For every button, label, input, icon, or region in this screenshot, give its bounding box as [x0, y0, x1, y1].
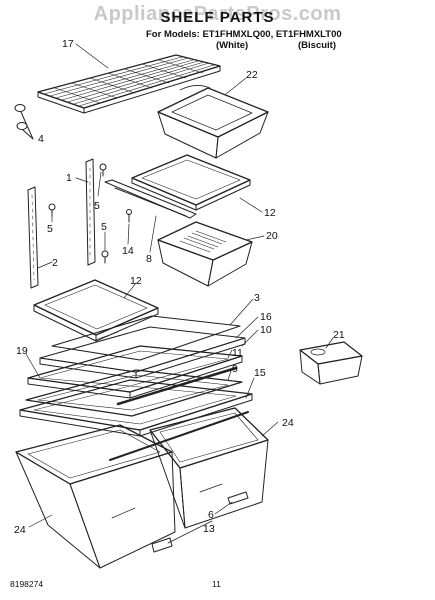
- glass-shelf-middle: [33, 279, 159, 342]
- leader-lines: [25, 43, 334, 544]
- variant-biscuit-label: (Biscuit): [298, 40, 336, 51]
- callout-5: 5: [94, 200, 100, 212]
- page-number: 11: [212, 579, 221, 589]
- callout-16: 16: [260, 311, 272, 323]
- page-title: SHELF PARTS: [160, 9, 275, 26]
- callout-5: 5: [101, 221, 107, 233]
- callout-22: 22: [246, 69, 258, 81]
- crisper-drawer-right: [149, 407, 269, 529]
- callout-15: 15: [254, 367, 266, 379]
- callout-14: 14: [122, 245, 134, 257]
- glass-shelf-upper: [131, 154, 251, 211]
- cover-frame: [27, 345, 243, 399]
- callout-13: 13: [203, 523, 215, 535]
- callout-24: 24: [282, 417, 294, 429]
- document-number: 8198274: [10, 579, 44, 589]
- callout-6: 6: [208, 509, 214, 521]
- callout-1: 1: [66, 172, 72, 184]
- crisper-drawer-left: [15, 424, 176, 569]
- screws: [48, 163, 109, 264]
- callout-5: 5: [47, 223, 53, 235]
- callout-21: 21: [333, 329, 345, 341]
- crisper-drawer-upper: [157, 221, 253, 287]
- storage-bin-upper: [157, 85, 269, 159]
- callout-10: 10: [260, 324, 272, 336]
- title-block: AppliancePartsPros.com SHELF PARTS For M…: [0, 0, 435, 52]
- callout-19: 19: [16, 345, 28, 357]
- callout-2: 2: [52, 257, 58, 269]
- callout-17: 17: [62, 38, 74, 50]
- lower-frame: [19, 379, 253, 461]
- watermark: AppliancePartsPros.com: [93, 3, 342, 25]
- callout-4: 4: [38, 133, 44, 145]
- shelf-frame-upper: [39, 326, 246, 379]
- cover-glass: [25, 366, 243, 417]
- drawer-glides: [151, 491, 249, 553]
- callout-3: 3: [254, 292, 260, 304]
- vertical-rail-left: [27, 186, 39, 289]
- shelf-end-caps: [14, 104, 34, 140]
- variant-white-label: (White): [216, 40, 249, 51]
- callout-12: 12: [130, 275, 142, 287]
- door-bin: [299, 341, 363, 385]
- model-numbers: For Models: ET1FHMXLQ00, ET1FHMXLT00: [146, 29, 342, 40]
- callout-9: 9: [232, 363, 238, 375]
- callout-11: 11: [232, 347, 243, 359]
- callout-20: 20: [266, 230, 278, 242]
- callout-numbers: 17 22 4 1 5 5 5 2 14 8 12 20 12 3 16 10 …: [14, 38, 345, 536]
- glass-panel: [51, 315, 241, 361]
- callout-24: 24: [14, 524, 26, 536]
- wire-shelf: [37, 54, 221, 114]
- vertical-rail-right: [85, 158, 96, 266]
- callout-12: 12: [264, 207, 276, 219]
- callout-8: 8: [146, 253, 152, 265]
- shelf-bracket: [104, 179, 197, 223]
